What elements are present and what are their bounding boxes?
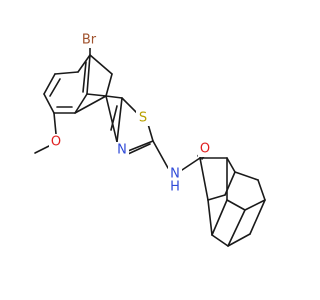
atom-o-carbonyl: O (198, 141, 212, 157)
bond-line (77, 54, 91, 73)
atom-label-o-methoxy: O (51, 135, 61, 150)
bond-line (224, 171, 236, 196)
bond-line (227, 209, 246, 247)
bond-line (86, 93, 107, 97)
bond-line (181, 157, 201, 171)
atom-o-methoxy: O (49, 134, 63, 150)
bond-lines (34, 43, 266, 247)
bond-line (86, 54, 91, 95)
atom-br: Br (80, 32, 100, 48)
bond-line (211, 199, 228, 236)
atom-n-ring: N (115, 142, 129, 158)
atom-label-br: Br (82, 33, 97, 48)
bond-line (74, 95, 107, 114)
bond-line (105, 73, 113, 97)
bond-line (89, 54, 113, 75)
bond-line (105, 95, 118, 143)
bond-line (227, 233, 251, 247)
bond-line (121, 97, 139, 115)
bond-line (43, 93, 55, 114)
atom-label-nh-n: N (170, 167, 180, 182)
bond-line (105, 95, 123, 99)
bond-line (53, 112, 57, 135)
bond-line (226, 199, 246, 211)
bond-line (199, 157, 209, 201)
bond-line (207, 199, 213, 236)
bond-line (34, 145, 50, 154)
atom-s-ring: S (136, 110, 150, 126)
bond-line (116, 97, 123, 143)
bond-line (152, 140, 169, 169)
bond-line (249, 199, 266, 235)
bond-line (82, 61, 87, 93)
bond-line (234, 171, 259, 181)
bond-line (127, 140, 154, 152)
atom-labels: Br O N S N H O (49, 32, 212, 195)
bond-line (43, 73, 56, 95)
bond-line (207, 194, 226, 201)
bond-line (147, 123, 154, 142)
bond-line (110, 105, 118, 131)
molecule-structure: Br O N S N H O (34, 32, 266, 247)
bond-line (54, 71, 79, 75)
bond-line (211, 234, 229, 247)
atom-label-s-ring: S (139, 111, 147, 126)
bond-line (244, 199, 266, 211)
atom-label-o-carbonyl: O (200, 142, 210, 157)
bond-line (257, 179, 266, 201)
atom-nh: N H (168, 166, 182, 195)
bond-line (127, 143, 151, 155)
bond-line (49, 78, 61, 97)
bond-line (74, 93, 88, 114)
atom-label-nh-h: H (170, 180, 180, 195)
bond-line (226, 157, 236, 173)
atom-label-n-ring: N (117, 143, 127, 158)
